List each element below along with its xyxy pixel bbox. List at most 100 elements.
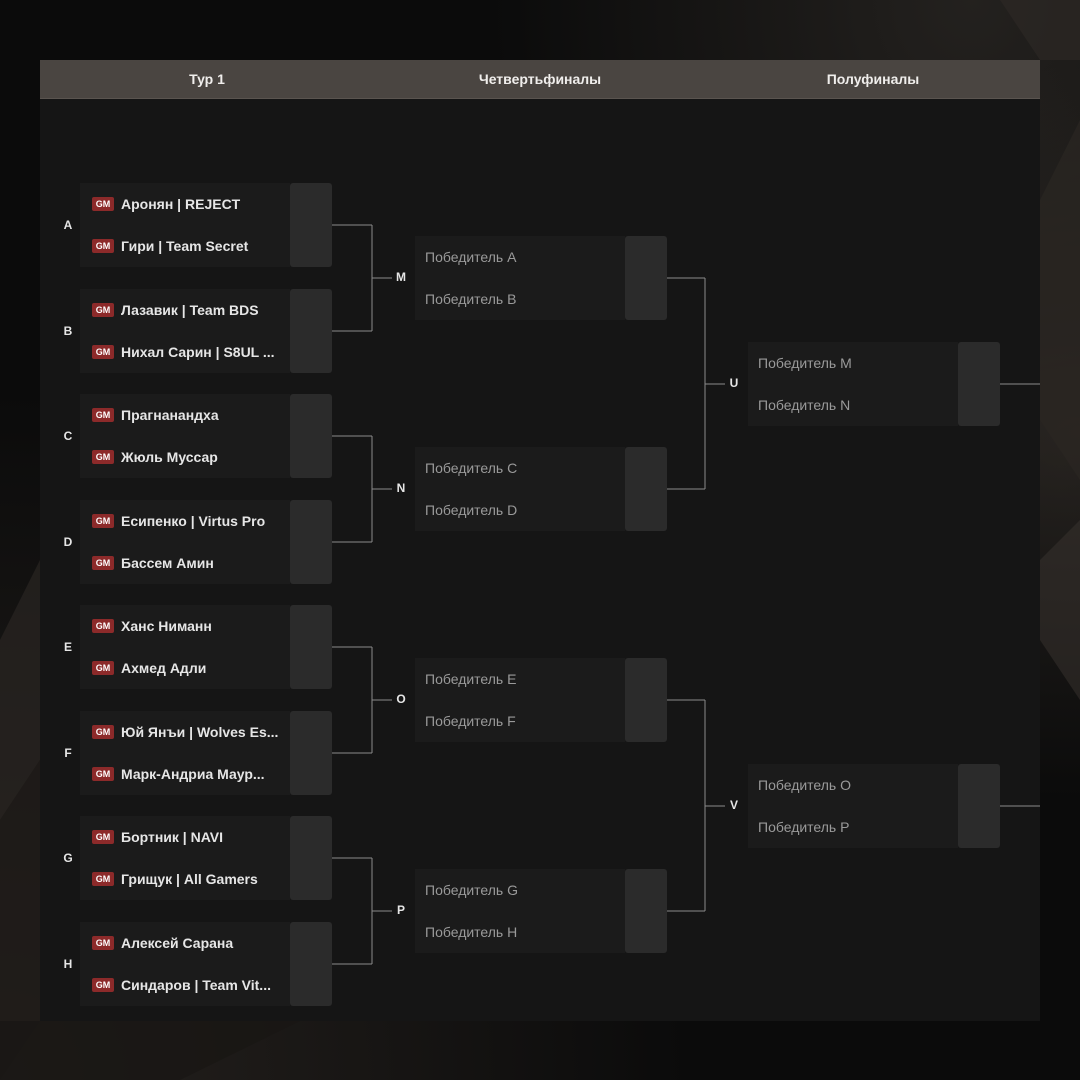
gm-badge: GM	[92, 830, 114, 844]
winner-placeholder: Победитель C	[425, 460, 518, 476]
player-slot[interactable]: Победитель A	[415, 236, 625, 278]
score-box	[290, 711, 332, 795]
player-slot[interactable]: GM Синдаров | Team Vit...	[80, 964, 290, 1006]
score-box	[290, 289, 332, 373]
player-slot[interactable]: GM Марк-Андриа Маур...	[80, 753, 290, 795]
winner-placeholder: Победитель B	[425, 291, 517, 307]
player-slot[interactable]: GM Лазавик | Team BDS	[80, 289, 290, 331]
score-box	[625, 447, 667, 531]
gm-badge: GM	[92, 936, 114, 950]
player-slot[interactable]: Победитель O	[748, 764, 958, 806]
quarterfinals-title: Четвертьфиналы	[478, 71, 602, 87]
match-label: O	[396, 692, 406, 706]
match-label: F	[64, 746, 72, 760]
player-slot[interactable]: GM Гири | Team Secret	[80, 225, 290, 267]
winner-placeholder: Победитель H	[425, 924, 518, 940]
player-slot[interactable]: Победитель D	[415, 489, 625, 531]
gm-badge: GM	[92, 345, 114, 359]
gm-badge: GM	[92, 303, 114, 317]
player-slot[interactable]: Победитель G	[415, 869, 625, 911]
score-box	[290, 183, 332, 267]
player-slot[interactable]: Победитель B	[415, 278, 625, 320]
player-slot[interactable]: GM Аронян | REJECT	[80, 183, 290, 225]
gm-badge: GM	[92, 450, 114, 464]
score-box	[290, 394, 332, 478]
match-label: P	[396, 903, 405, 917]
winner-placeholder: Победитель F	[425, 713, 516, 729]
score-box	[290, 922, 332, 1006]
winner-placeholder: Победитель D	[425, 502, 518, 518]
player-name: Алексей Сарана	[121, 935, 234, 951]
player-slot[interactable]: GM Ханс Ниманн	[80, 605, 290, 647]
winner-placeholder: Победитель O	[758, 777, 851, 793]
match-label: A	[63, 218, 73, 232]
gm-badge: GM	[92, 619, 114, 633]
player-slot[interactable]: Победитель P	[748, 806, 958, 848]
player-slot[interactable]: GM Бортник | NAVI	[80, 816, 290, 858]
score-box	[625, 869, 667, 953]
match-label: E	[63, 640, 72, 654]
player-slot[interactable]: Победитель C	[415, 447, 625, 489]
winner-placeholder: Победитель G	[425, 882, 518, 898]
gm-badge: GM	[92, 197, 114, 211]
gm-badge: GM	[92, 725, 114, 739]
player-slot[interactable]: Победитель N	[748, 384, 958, 426]
player-slot[interactable]: GM Есипенко | Virtus Pro	[80, 500, 290, 542]
match-label: V	[729, 798, 738, 812]
winner-placeholder: Победитель N	[758, 397, 851, 413]
match-label: H	[63, 957, 73, 971]
player-name: Жюль Муссар	[121, 449, 218, 465]
player-name: Марк-Андриа Маур...	[121, 766, 265, 782]
player-name: Гири | Team Secret	[121, 238, 249, 254]
player-slot[interactable]: GM Нихал Сарин | S8UL ...	[80, 331, 290, 373]
score-box	[290, 605, 332, 689]
bracket-panel: Тур 1 Четвертьфиналы Полуфиналы GM Аронян…	[40, 60, 1040, 1021]
gm-badge: GM	[92, 239, 114, 253]
match-label: D	[63, 535, 73, 549]
match-label: M	[396, 270, 406, 284]
score-box	[625, 658, 667, 742]
player-slot[interactable]: GM Грищук | All Gamers	[80, 858, 290, 900]
player-slot[interactable]: GM Жюль Муссар	[80, 436, 290, 478]
player-slot[interactable]: GM Бассем Амин	[80, 542, 290, 584]
player-name: Синдаров | Team Vit...	[121, 977, 271, 993]
winner-placeholder: Победитель E	[425, 671, 517, 687]
player-name: Нихал Сарин | S8UL ...	[121, 344, 275, 360]
player-slot[interactable]: Победитель F	[415, 700, 625, 742]
winner-placeholder: Победитель M	[758, 355, 852, 371]
player-name: Юй Янъи | Wolves Es...	[121, 724, 279, 740]
player-name: Бассем Амин	[121, 555, 214, 571]
player-slot[interactable]: Победитель M	[748, 342, 958, 384]
semifinals-title: Полуфиналы	[826, 71, 920, 87]
player-slot[interactable]: GM Алексей Сарана	[80, 922, 290, 964]
player-name: Лазавик | Team BDS	[121, 302, 259, 318]
gm-badge: GM	[92, 872, 114, 886]
player-slot[interactable]: GM Прагнанандха	[80, 394, 290, 436]
player-slot[interactable]: GM Юй Янъи | Wolves Es...	[80, 711, 290, 753]
score-box	[625, 236, 667, 320]
match-label: N	[396, 481, 406, 495]
player-name: Ханс Ниманн	[121, 618, 212, 634]
gm-badge: GM	[92, 514, 114, 528]
match-label: B	[63, 324, 73, 338]
player-name: Ахмед Адли	[121, 660, 207, 676]
score-box	[290, 500, 332, 584]
player-slot[interactable]: Победитель E	[415, 658, 625, 700]
gm-badge: GM	[92, 978, 114, 992]
player-name: Прагнанандха	[121, 407, 219, 423]
player-slot[interactable]: Победитель H	[415, 911, 625, 953]
gm-badge: GM	[92, 408, 114, 422]
gm-badge: GM	[92, 767, 114, 781]
player-name: Аронян | REJECT	[121, 196, 241, 212]
round-1-title: Тур 1	[189, 71, 225, 87]
score-box	[958, 764, 1000, 848]
rounds-header: Тур 1 Четвертьфиналы Полуфиналы	[40, 60, 1040, 99]
gm-badge: GM	[92, 556, 114, 570]
player-name: Грищук | All Gamers	[121, 871, 258, 887]
match-label: U	[729, 376, 739, 390]
player-name: Есипенко | Virtus Pro	[121, 513, 266, 529]
score-box	[290, 816, 332, 900]
player-name: Бортник | NAVI	[121, 829, 224, 845]
